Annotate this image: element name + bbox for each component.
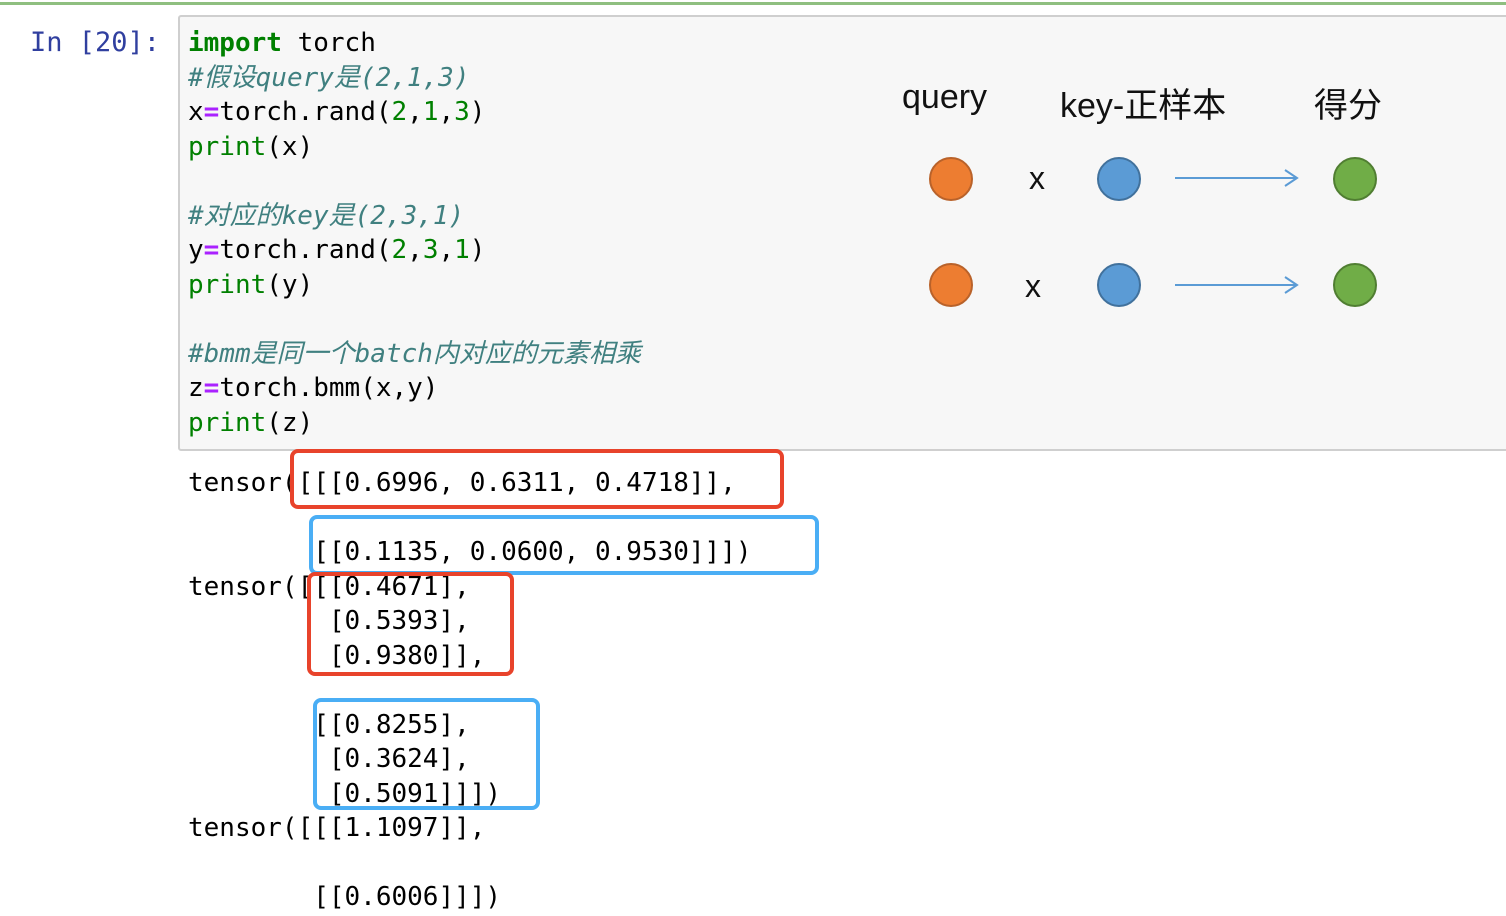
- cell-output: tensor([[[0.6996, 0.6311, 0.4718]], [[0.…: [188, 466, 752, 915]
- cell-selected-border: [0, 2, 1506, 5]
- code-line: print(y): [188, 269, 314, 300]
- highlight-key-batch-1: [307, 572, 514, 676]
- output-line: [0.9380]],: [188, 640, 486, 671]
- key-dot-1: [1097, 157, 1141, 201]
- output-line: tensor([[[0.4671],: [188, 571, 470, 602]
- code-line: #假设query是(2,1,3): [188, 62, 470, 93]
- diagram-label-query: query: [902, 78, 988, 116]
- arrow-icon-2: [1175, 276, 1299, 294]
- code-line: [188, 302, 641, 337]
- arrow-icon-1: [1175, 169, 1299, 187]
- score-dot-2: [1333, 263, 1377, 307]
- output-line: [[0.8255],: [188, 709, 470, 740]
- bmm-diagram: query key-正样本 得分 x x: [880, 60, 1420, 330]
- code-cell-input[interactable]: [178, 15, 1506, 451]
- highlight-query-batch-1: [290, 449, 784, 509]
- output-line: [[0.1135, 0.0600, 0.9530]]]): [188, 537, 752, 567]
- output-line: tensor([[[1.1097]],: [188, 813, 486, 843]
- code-line: [188, 164, 641, 199]
- output-line: [0.3624],: [188, 744, 470, 774]
- diagram-label-key: key-正样本: [1060, 87, 1227, 125]
- code-line: print(x): [188, 131, 314, 162]
- multiply-sign-1: x: [1029, 160, 1045, 196]
- query-dot-1: [929, 157, 973, 201]
- highlight-key-batch-2: [313, 698, 540, 810]
- output-line: [188, 846, 752, 881]
- highlight-query-batch-2: [309, 515, 819, 575]
- code-line: #bmm是同一个batch内对应的元素相乘: [188, 338, 641, 369]
- code-editor[interactable]: import torch #假设query是(2,1,3) x=torch.rand…: [188, 26, 641, 440]
- score-dot-1: [1333, 157, 1377, 201]
- output-line: [0.5393],: [188, 606, 470, 636]
- key-dot-2: [1097, 263, 1141, 307]
- code-line: print(z): [188, 407, 314, 438]
- diagram-label-score: 得分: [1314, 87, 1382, 125]
- code-line: z=torch.bmm(x,y): [188, 373, 439, 403]
- code-line: #对应的key是(2,3,1): [188, 200, 465, 231]
- output-line: [0.5091]]]): [188, 778, 502, 809]
- code-line: import torch: [188, 28, 376, 58]
- output-line: [[0.6006]]]): [188, 882, 502, 912]
- code-line: x=torch.rand(2,1,3): [188, 97, 486, 127]
- code-line: y=torch.rand(2,3,1): [188, 235, 486, 265]
- input-prompt: In [20]:: [30, 27, 161, 58]
- query-dot-2: [929, 263, 973, 307]
- output-line: tensor([[[0.6996, 0.6311, 0.4718]],: [188, 468, 736, 498]
- multiply-sign-2: x: [1025, 268, 1041, 304]
